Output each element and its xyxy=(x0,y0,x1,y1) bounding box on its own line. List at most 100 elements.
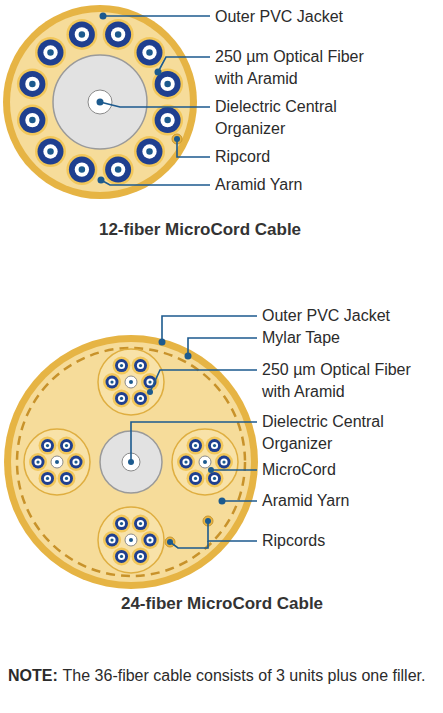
part-label: Ripcord xyxy=(215,146,435,168)
leader-dot xyxy=(155,69,162,76)
fiber-core xyxy=(164,117,171,124)
part-label: Outer PVC Jacket xyxy=(215,6,435,28)
fiber-aramid xyxy=(177,453,195,471)
fiber-core xyxy=(79,31,86,38)
part-label: 250 µm Optical Fiber with Aramid xyxy=(262,359,437,403)
part-label: Aramid Yarn xyxy=(215,174,435,196)
fiber-cladding xyxy=(146,378,153,385)
figure-caption: 12-fiber MicroCord Cable xyxy=(99,219,301,241)
optical-fiber xyxy=(19,71,45,97)
optical-fiber xyxy=(115,550,128,563)
fiber-aramid xyxy=(215,453,233,471)
fiber-core xyxy=(213,477,216,480)
fiber-cladding xyxy=(211,475,218,482)
part-label: Outer PVC Jacket xyxy=(262,305,440,327)
fiber-core xyxy=(139,397,142,400)
part-label: Dielectric Central Organizer xyxy=(262,411,440,455)
fiber-core xyxy=(29,117,36,124)
fiber-cladding xyxy=(25,77,39,91)
leader-dots xyxy=(98,13,226,546)
fiber-aramid xyxy=(17,68,48,99)
fiber-cladding xyxy=(137,520,144,527)
fiber-cladding xyxy=(63,475,70,482)
leader-line xyxy=(150,370,257,392)
unit-organizer-dot xyxy=(203,460,207,464)
fiber-cladding xyxy=(220,458,227,465)
fiber-core xyxy=(65,444,68,447)
fiber-cladding xyxy=(118,520,125,527)
fiber-core xyxy=(115,166,122,173)
fiber-cladding xyxy=(25,113,39,127)
optical-fiber xyxy=(115,359,128,372)
fiber-aramid xyxy=(134,136,165,167)
optical-fiber xyxy=(69,157,95,183)
fiber-aramid xyxy=(113,547,131,565)
optical-fiber xyxy=(115,392,128,405)
optical-fiber xyxy=(38,40,64,66)
fiber-aramid xyxy=(103,373,121,391)
fiber-aramid xyxy=(134,37,165,68)
fiber-aramid xyxy=(29,453,47,471)
fiber-aramid xyxy=(132,547,150,565)
fiber-cladding xyxy=(34,458,41,465)
fiber-cladding xyxy=(43,45,57,59)
fiber-core xyxy=(47,49,54,56)
fiber-aramid xyxy=(58,437,76,455)
fiber-core xyxy=(146,49,153,56)
optical-fiber xyxy=(208,472,221,485)
fiber-aramid xyxy=(113,389,131,407)
optical-fiber xyxy=(134,359,147,372)
optical-fiber xyxy=(208,439,221,452)
fiber-core xyxy=(139,555,142,558)
fiber-core xyxy=(184,460,187,463)
fiber-core xyxy=(120,522,123,525)
optical-fiber xyxy=(32,456,45,469)
fiber-cladding xyxy=(111,162,125,176)
leader-lines xyxy=(100,16,257,548)
fiber-core xyxy=(120,364,123,367)
optical-fiber xyxy=(105,21,131,47)
fiber-cladding xyxy=(72,458,79,465)
optical-fiber xyxy=(136,40,162,66)
fiber-cladding xyxy=(142,45,156,59)
unit-organizer-dot xyxy=(129,538,133,542)
leader-dot xyxy=(219,498,226,505)
fiber-aramid xyxy=(132,357,150,375)
leader-dot xyxy=(185,353,192,360)
note: NOTE:The 36-fiber cable consists of 3 un… xyxy=(8,665,433,687)
optical-fiber xyxy=(41,472,54,485)
unit-organizer-dot xyxy=(129,380,133,384)
fiber-aramid xyxy=(103,154,134,185)
optical-fiber xyxy=(134,392,147,405)
microcord-unit xyxy=(172,429,238,495)
fiber-core xyxy=(164,81,171,88)
fiber-core xyxy=(148,538,151,541)
fiber-cladding xyxy=(44,475,51,482)
leader-line xyxy=(177,139,210,157)
fiber-aramid xyxy=(58,469,76,487)
fiber-cladding xyxy=(137,553,144,560)
fiber-cladding xyxy=(160,77,174,91)
leader-line xyxy=(208,521,257,541)
fiber-aramid xyxy=(187,437,205,455)
leader-dot xyxy=(208,467,214,473)
fiber-cladding xyxy=(146,536,153,543)
optical-fiber xyxy=(105,157,131,183)
fiber-core xyxy=(120,555,123,558)
fiber-aramid xyxy=(35,136,66,167)
fiber-aramid xyxy=(103,19,134,50)
fiber-aramid xyxy=(206,469,224,487)
fiber-aramid xyxy=(39,469,57,487)
fiber-cladding xyxy=(75,27,89,41)
optical-fiber xyxy=(41,439,54,452)
leader-line xyxy=(101,180,210,185)
microcord-unit xyxy=(24,429,90,495)
leader-line xyxy=(188,338,257,356)
fiber-aramid xyxy=(67,453,85,471)
fiber-core xyxy=(194,477,197,480)
leader-dot xyxy=(100,13,107,20)
unit-organizer xyxy=(199,456,211,468)
fiber-cladding xyxy=(118,553,125,560)
fiber-core xyxy=(213,444,216,447)
unit-organizer xyxy=(125,534,137,546)
